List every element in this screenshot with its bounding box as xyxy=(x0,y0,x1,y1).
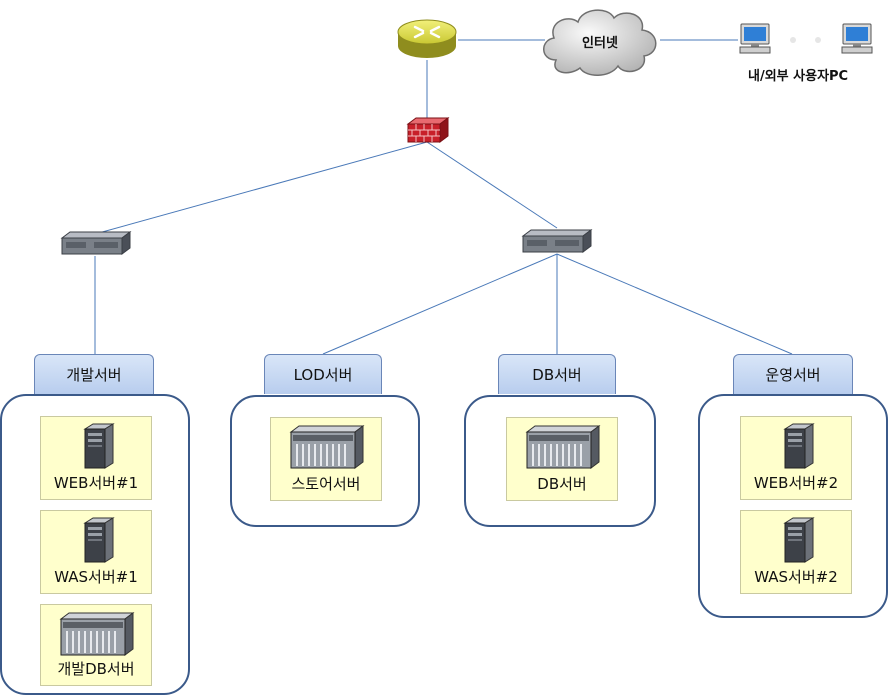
server-card: 스토어서버 xyxy=(270,417,382,501)
firewall-icon xyxy=(404,116,450,144)
group-box-dev: WEB서버#1 WAS서버#1 개발DB서버 xyxy=(0,394,190,695)
group-tab-db: DB서버 xyxy=(498,354,616,394)
desktop-pc-icon xyxy=(738,22,772,56)
rack-server-icon xyxy=(289,425,365,469)
tower-server-icon xyxy=(783,423,815,469)
group-tab-lod: LOD서버 xyxy=(264,354,382,394)
server-label: WAS서버#2 xyxy=(754,568,838,586)
server-label: DB서버 xyxy=(537,475,587,493)
rack-server-icon xyxy=(525,425,601,469)
switch-icon xyxy=(521,228,593,254)
link-switch-right-ops xyxy=(556,253,793,355)
internet-label: 인터넷 xyxy=(582,36,618,51)
server-label: WEB서버#2 xyxy=(753,474,839,492)
server-label: WEB서버#1 xyxy=(53,474,139,492)
desktop-pc-icon xyxy=(840,22,874,56)
group-tab-dev: 개발서버 xyxy=(34,354,154,394)
server-card: DB서버 xyxy=(506,417,618,501)
group-box-db: DB서버 xyxy=(464,395,656,527)
server-label: 개발DB서버 xyxy=(57,660,135,678)
rack-server-icon xyxy=(59,612,135,656)
router-icon xyxy=(396,18,458,62)
server-card: WAS서버#1 xyxy=(40,510,152,594)
tower-server-icon xyxy=(783,517,815,563)
users-label: 내/외부 사용자PC xyxy=(748,69,849,84)
group-box-lod: 스토어서버 xyxy=(230,395,420,527)
link-switch-right-lod xyxy=(322,253,558,355)
tower-server-icon xyxy=(83,423,115,469)
cloud-icon: 인터넷 xyxy=(538,4,662,80)
server-label: 스토어서버 xyxy=(291,475,361,493)
link-firewall-switch-left xyxy=(94,141,428,235)
server-card: WEB서버#1 xyxy=(40,416,152,500)
server-card: 개발DB서버 xyxy=(40,604,152,686)
server-label: WAS서버#1 xyxy=(54,568,138,586)
group-tab-ops: 운영서버 xyxy=(733,354,853,394)
server-card: WAS서버#2 xyxy=(740,510,852,594)
link-firewall-switch-right xyxy=(426,141,558,229)
group-box-ops: WEB서버#2 WAS서버#2 xyxy=(698,394,888,618)
switch-icon xyxy=(60,230,132,256)
tower-server-icon xyxy=(83,517,115,563)
server-card: WEB서버#2 xyxy=(740,416,852,500)
